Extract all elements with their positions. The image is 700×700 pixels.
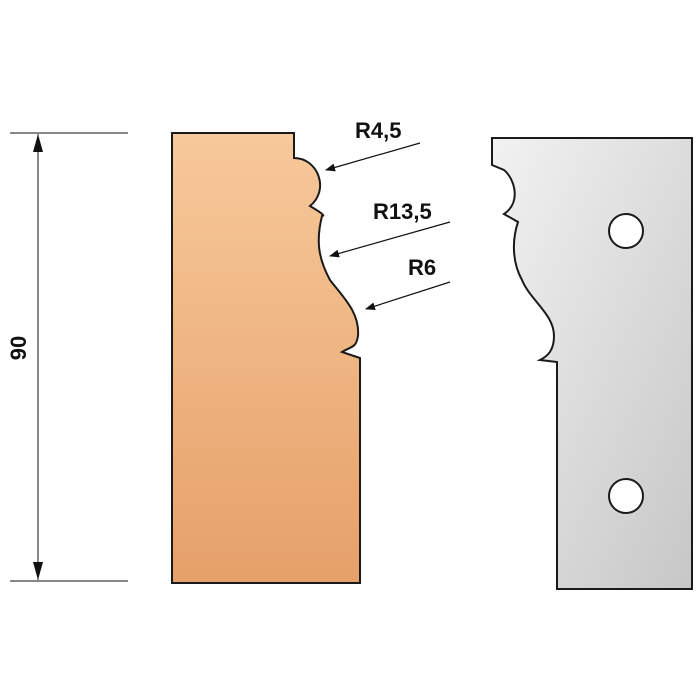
height-dimension: 90 [6,132,128,582]
dimension-arrow-down [33,562,43,580]
callout-r4-5-leader [325,142,421,172]
callout-r6: R6 [365,255,451,311]
knife-profile [491,137,693,590]
callout-r6-label: R6 [408,255,436,280]
callout-r4-5-label: R4,5 [355,118,401,143]
callout-r13-5-label: R13,5 [373,199,432,224]
callout-r6-leader [365,281,451,311]
knife-hole-top [608,213,644,249]
dimension-height-label: 90 [6,336,31,360]
knife-hole-bottom [608,478,644,514]
workpiece-profile [171,132,361,584]
callout-r13-5: R13,5 [329,199,451,258]
callout-r13-5-leader [329,221,451,258]
callout-r4-5: R4,5 [325,118,421,172]
dimension-arrow-up [33,134,43,152]
